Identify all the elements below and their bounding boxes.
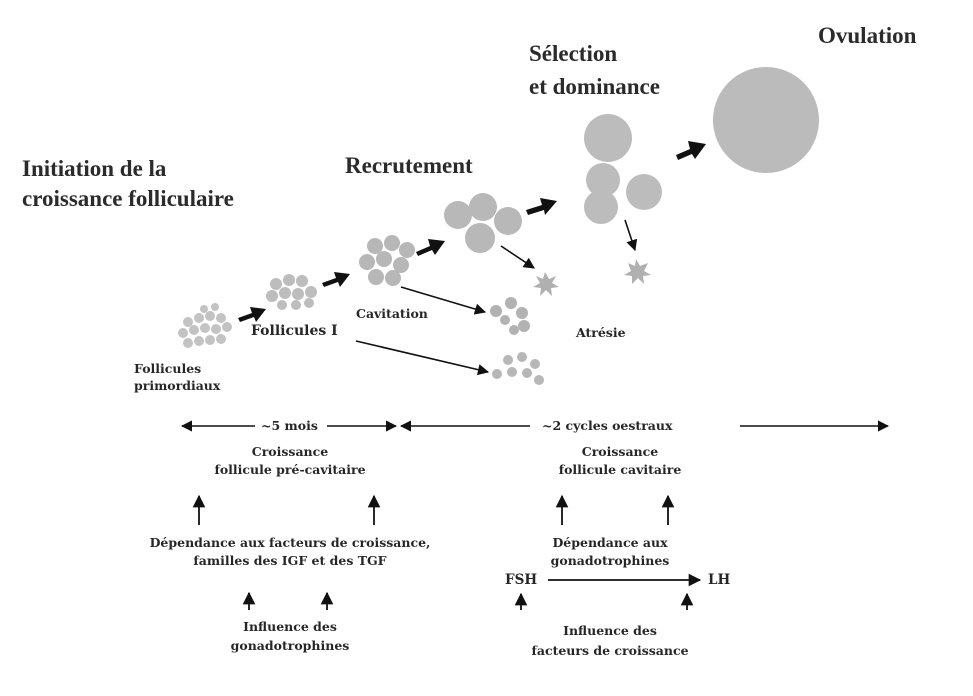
ovulatory-follicle [713, 67, 819, 173]
progression-arrow [238, 307, 266, 322]
stage-initiation-line1: Initiation de la [22, 156, 167, 181]
label-fsh: FSH [505, 572, 538, 588]
label-primordiaux-line2: primordiaux [134, 378, 221, 393]
dependency-arrows [192, 494, 702, 610]
stage-recrutement: Recrutement [345, 153, 473, 178]
label-follicules-I: Follicules I [251, 323, 338, 339]
right-influence-line1: Influence des [563, 623, 657, 638]
recruited-follicle-cluster [444, 193, 522, 253]
selection-follicle-cluster [584, 114, 662, 224]
right-influence-line2: facteurs de croissance [531, 643, 689, 658]
progression-arrow [322, 272, 350, 287]
stage-ovulation: Ovulation [818, 23, 917, 48]
left-dependence-line2: familles des IGF et des TGF [193, 553, 387, 568]
left-influence-line2: gonadotrophines [230, 638, 350, 653]
primordial-follicle-cluster [178, 303, 232, 348]
atretic-follicle-cluster-lower [492, 352, 544, 385]
label-primordiaux-line1: Follicules [134, 361, 202, 376]
label-cavitation: Cavitation [356, 306, 428, 321]
left-growth-line2: follicule pré-cavitaire [214, 462, 366, 477]
right-growth-line2: follicule cavitaire [558, 462, 682, 477]
right-dependence-line1: Dépendance aux [552, 535, 668, 550]
progression-arrows [238, 141, 706, 322]
right-growth-line1: Croissance [581, 444, 659, 459]
atresia-arrows [355, 219, 638, 376]
progression-arrow [676, 141, 706, 160]
timeline-left-label: ~5 mois [261, 418, 318, 433]
cavitation-follicle-cluster [359, 235, 415, 286]
left-influence-line1: Influence des [243, 619, 337, 634]
right-dependence-line2: gonadotrophines [550, 553, 670, 568]
timeline-right-label: ~2 cycles oestraux [542, 418, 673, 433]
progression-arrow [416, 239, 445, 256]
label-atresie: Atrésie [576, 325, 626, 340]
label-lh: LH [708, 572, 731, 588]
stage-selection-line2: et dominance [529, 74, 660, 99]
stage-initiation-line2: croissance folliculaire [22, 186, 234, 211]
atretic-follicle-cluster-upper [490, 297, 530, 335]
stage-selection-line1: Sélection [529, 41, 618, 66]
left-growth-line1: Croissance [251, 444, 329, 459]
primary-follicle-cluster [266, 274, 317, 310]
left-dependence-line1: Dépendance aux facteurs de croissance, [149, 535, 431, 550]
atretic-follicle-star [533, 259, 651, 296]
progression-arrow [526, 198, 557, 215]
